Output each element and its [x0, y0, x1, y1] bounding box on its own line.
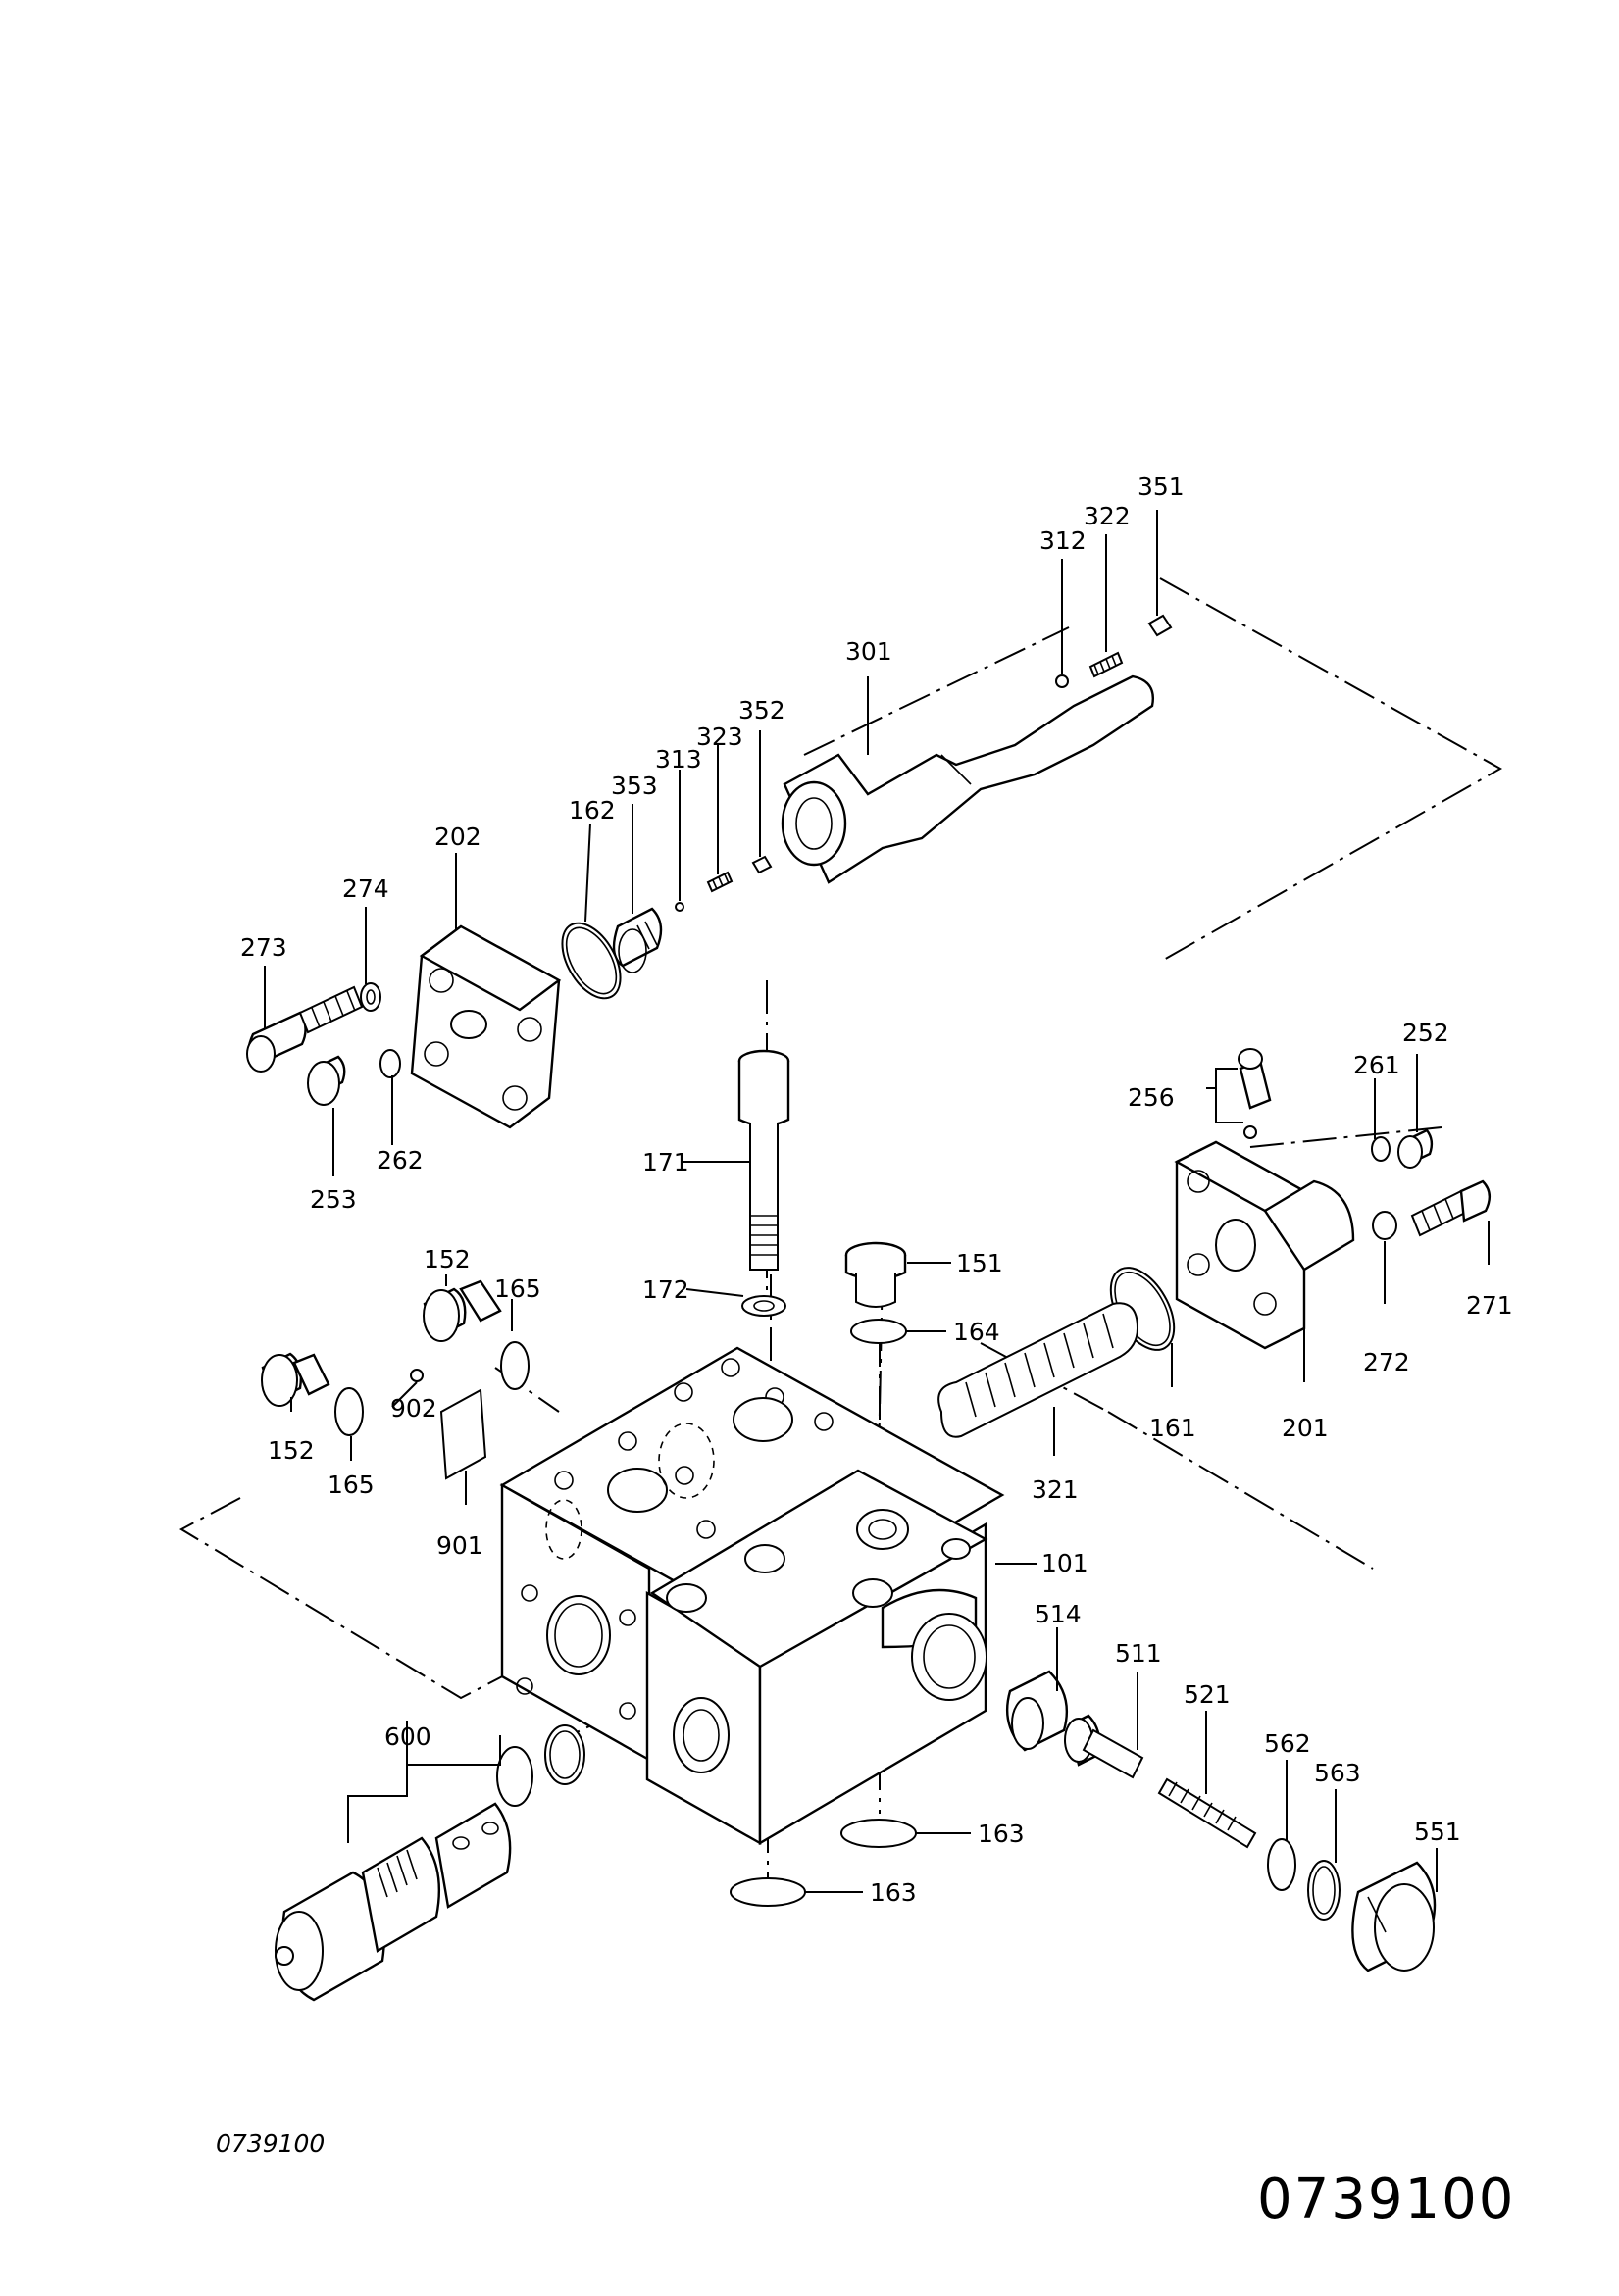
label-152-upper: 152	[424, 1245, 471, 1273]
bolt-171	[737, 1049, 790, 1317]
spring-321	[937, 1302, 1139, 1438]
plug-151	[844, 1241, 907, 1344]
leader-lines	[264, 510, 1490, 1893]
label-164: 164	[953, 1318, 1000, 1346]
label-313: 313	[655, 745, 702, 774]
label-252: 252	[1402, 1019, 1449, 1047]
label-351: 351	[1138, 473, 1185, 501]
label-322: 322	[1084, 502, 1131, 530]
label-312: 312	[1039, 526, 1087, 555]
figure-caption: 0739100	[216, 2129, 325, 2158]
label-273: 273	[240, 933, 287, 962]
spool-assembly	[561, 614, 1173, 1000]
label-521: 521	[1184, 1680, 1231, 1709]
label-165-lower: 165	[328, 1471, 375, 1499]
label-321: 321	[1032, 1475, 1079, 1504]
label-161: 161	[1149, 1414, 1196, 1442]
label-261: 261	[1353, 1051, 1400, 1079]
label-163-upper: 163	[978, 1820, 1025, 1848]
label-352: 352	[738, 696, 785, 724]
label-562: 562	[1264, 1729, 1311, 1758]
label-514: 514	[1035, 1600, 1082, 1628]
name-plate-901	[410, 1369, 487, 1480]
part-labels: 351 322 312 301 352 323 313 353 162 202 …	[240, 473, 1513, 1907]
left-plugs	[261, 1279, 530, 1436]
label-201: 201	[1282, 1414, 1329, 1442]
label-256: 256	[1128, 1083, 1175, 1112]
cover-201-assembly	[1109, 1048, 1491, 1351]
label-563: 563	[1314, 1759, 1361, 1787]
label-353: 353	[611, 772, 658, 800]
drawing-code: 0739100	[1257, 2168, 1515, 2231]
label-301: 301	[845, 637, 892, 666]
label-323: 323	[696, 723, 743, 751]
label-152-lower: 152	[268, 1436, 315, 1465]
label-511: 511	[1115, 1639, 1162, 1668]
label-202: 202	[434, 823, 481, 851]
label-274: 274	[342, 874, 389, 903]
relief-valve-parts	[1006, 1670, 1437, 1972]
label-600: 600	[384, 1722, 431, 1751]
label-253: 253	[310, 1185, 357, 1214]
label-151: 151	[956, 1249, 1003, 1277]
relief-valve-600	[275, 1724, 585, 2002]
label-162: 162	[569, 796, 616, 824]
label-165-upper: 165	[494, 1274, 541, 1303]
label-171: 171	[642, 1148, 689, 1176]
label-262: 262	[377, 1146, 424, 1174]
label-101: 101	[1041, 1549, 1088, 1577]
label-902: 902	[390, 1394, 437, 1423]
label-271: 271	[1466, 1291, 1513, 1320]
label-901: 901	[436, 1531, 483, 1560]
label-272: 272	[1363, 1348, 1410, 1376]
o-rings-163	[730, 1819, 917, 1907]
valve-body-101	[499, 1346, 1005, 1846]
cover-202-assembly	[246, 924, 562, 1129]
label-163-lower: 163	[870, 1878, 917, 1907]
label-551: 551	[1414, 1818, 1461, 1846]
label-172: 172	[642, 1275, 689, 1304]
